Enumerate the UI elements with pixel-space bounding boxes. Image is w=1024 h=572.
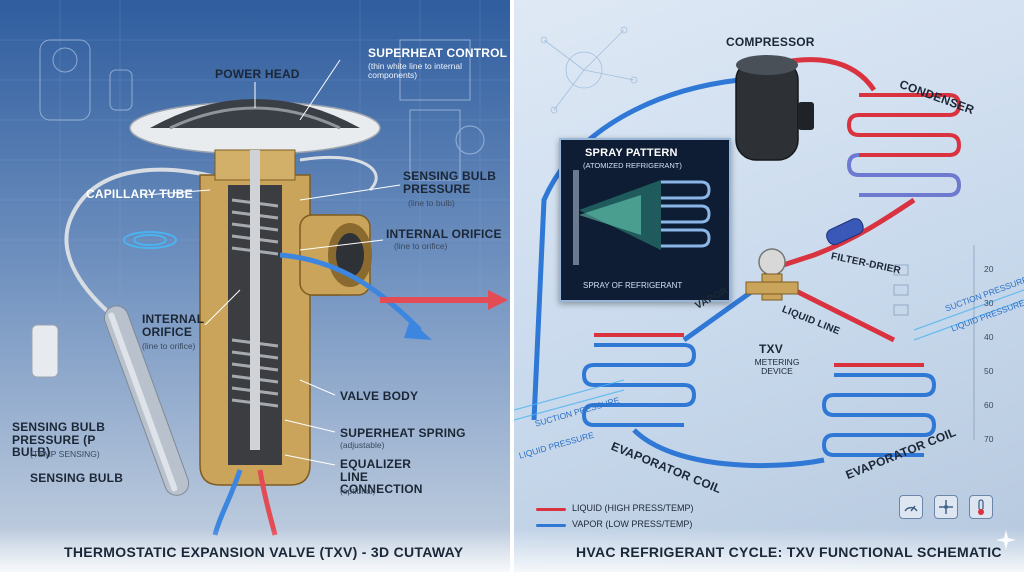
txv-cutaway-panel: POWER HEAD SUPERHEAT CONTROL (thin white… — [0, 0, 510, 572]
panel-divider — [510, 0, 514, 572]
scale-tick: 30 — [984, 298, 994, 308]
label-internal-orifice-right: INTERNAL ORIFICE — [386, 227, 502, 241]
right-panel-title: HVAC REFRIGERANT CYCLE: TXV FUNCTIONAL S… — [576, 544, 1002, 560]
label-internal-orifice-right-note: (line to orifice) — [394, 241, 448, 251]
legend-swatch-vapor — [536, 524, 566, 527]
label-capillary-tube: CAPILLARY TUBE — [86, 187, 193, 201]
label-txv: TXV — [759, 342, 783, 356]
gauge-icon — [899, 495, 923, 519]
spray-inset-caption: SPRAY OF REFRIGERANT — [583, 281, 683, 290]
label-internal-orifice-left: INTERNAL ORIFICE — [142, 312, 205, 339]
legend-swatch-liquid — [536, 508, 566, 511]
spray-pattern-inset: SPRAY PATTERN (ATOMIZED REFRIGERANT) SPR… — [559, 138, 731, 302]
scale-tick: 60 — [984, 400, 994, 410]
fan-icon — [934, 495, 958, 519]
label-sensing-bulb-pressure-bottom: SENSING BULB PRESSURE (P bulb) — [12, 420, 106, 460]
scale-tick: 70 — [984, 434, 994, 444]
refrigerant-cycle-schematic — [514, 26, 1024, 469]
legend-label-liquid: LIQUID (HIGH PRESS/TEMP) — [572, 503, 694, 513]
left-panel-title: THERMOSTATIC EXPANSION VALVE (TXV) - 3D … — [64, 544, 464, 560]
label-sensing-bulb-pressure-bottom-note: (TEMP SENSING) — [30, 449, 100, 459]
label-metering-device: METERING DEVICE — [754, 357, 800, 376]
label-equalizer-line-note: (optional) — [340, 486, 376, 496]
label-superheat-control-note: (thin white line to internal components) — [368, 61, 463, 80]
spray-pattern-graphic — [573, 170, 711, 265]
right-footer — [514, 528, 1024, 572]
legend-label-vapor: VAPOR (LOW PRESS/TEMP) — [572, 519, 693, 529]
scale-tick: 50 — [984, 366, 994, 376]
label-valve-body: VALVE BODY — [340, 389, 419, 403]
label-superheat-control: SUPERHEAT CONTROL — [368, 46, 508, 60]
refrigerant-cycle-panel: 20 30 40 50 60 70 SPRAY PATTERN (ATOMIZE… — [514, 0, 1024, 572]
left-footer — [0, 528, 510, 572]
label-superheat-spring-note: (adjustable) — [340, 440, 385, 450]
scale-tick: 20 — [984, 264, 994, 274]
label-internal-orifice-left-note: (line to orifice) — [142, 341, 196, 351]
label-equalizer-line: EQUALIZER LINE CONNECTION — [340, 457, 423, 497]
label-sensing-bulb: SENSING BULB — [30, 471, 124, 485]
scale-tick: 40 — [984, 332, 994, 342]
spray-inset-title: SPRAY PATTERN — [585, 147, 678, 159]
spray-inset-subtitle: (ATOMIZED REFRIGERANT) — [583, 161, 682, 170]
label-compressor: COMPRESSOR — [726, 35, 815, 49]
label-sensing-bulb-pressure-top: SENSING BULB PRESSURE — [403, 169, 497, 196]
label-power-head: POWER HEAD — [215, 67, 300, 81]
label-superheat-spring: SUPERHEAT SPRING — [340, 426, 466, 440]
thermometer-icon — [969, 495, 993, 519]
txv-cutaway-illustration — [0, 0, 510, 536]
label-sensing-bulb-pressure-top-note: (line to bulb) — [408, 198, 455, 208]
